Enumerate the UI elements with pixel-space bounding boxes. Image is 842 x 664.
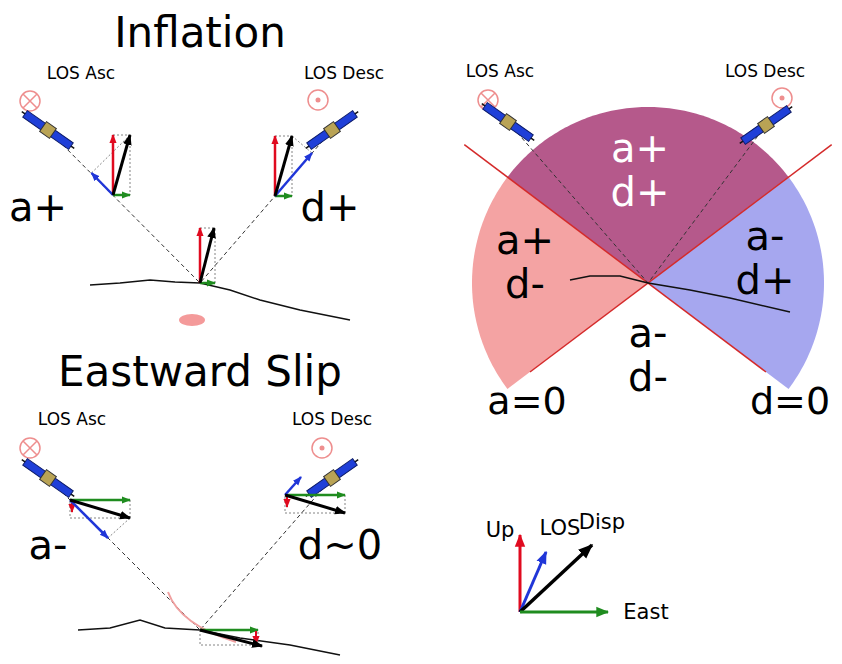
legend-arrow (520, 545, 592, 612)
sector-label: a+ d- (490, 218, 560, 306)
satellite-label: LOS Desc (725, 62, 805, 82)
los-line (48, 478, 332, 630)
legend-label: LOS (540, 516, 581, 540)
vector-set (285, 495, 345, 513)
satellite-symbol (736, 102, 795, 149)
vector-set (285, 477, 345, 513)
vector-set (70, 499, 130, 502)
satellite-label: LOS Asc (47, 64, 115, 84)
panel-title: Inflation (114, 9, 286, 57)
los-line (648, 125, 766, 283)
vector-set (200, 228, 214, 283)
vector-set (292, 136, 312, 153)
satellite-symbol (478, 99, 537, 146)
vector-set (113, 135, 130, 195)
flight-direction-symbol (312, 438, 332, 458)
satellite-label: LOS Desc (292, 410, 372, 430)
legend-arrow (519, 535, 522, 612)
sign-label: d+ (301, 184, 360, 230)
satellite-symbol (478, 99, 537, 146)
satellite-symbol (736, 102, 795, 149)
los-line (508, 122, 766, 283)
sign-label: a- d- (613, 311, 683, 399)
zero-line (530, 145, 832, 372)
flight-direction-symbol (478, 90, 498, 110)
magma-source (179, 314, 205, 326)
vector-set (274, 136, 277, 196)
vector-set (200, 630, 262, 646)
ground-line (78, 620, 340, 655)
legend-arrow (520, 535, 608, 612)
los-line (48, 130, 332, 283)
satellite-label: LOS Desc (304, 64, 384, 84)
vector-set (200, 630, 262, 646)
vector-set (70, 500, 130, 538)
flight-direction-symbol (20, 438, 40, 458)
satellite-symbol (18, 455, 77, 502)
vector-set (92, 135, 131, 195)
sector-label: a+ d+ (605, 126, 675, 214)
vector-set (275, 195, 292, 198)
ground-line (90, 280, 350, 320)
flight-direction-symbol (772, 88, 792, 108)
satellite-symbol (18, 107, 77, 154)
vector-set (108, 518, 130, 538)
vector-set (275, 136, 292, 196)
sign-label: d~0 (298, 522, 382, 568)
legend-label: East (623, 600, 668, 624)
satellite-label: LOS Asc (466, 62, 534, 82)
satellite-label: LOS Asc (38, 410, 106, 430)
vector-set (113, 135, 130, 195)
vector-set (285, 477, 301, 495)
sign-label: a+ (9, 184, 67, 230)
satellite-symbol (18, 455, 77, 502)
legend-label: Up (486, 518, 515, 542)
vector-set (285, 494, 345, 497)
legend-label: Disp (579, 510, 625, 534)
flight-direction-symbol (20, 91, 40, 111)
vector-set (92, 173, 114, 195)
vector-set (200, 228, 215, 283)
vector-set (113, 194, 130, 197)
panel-title: Eastward Slip (58, 348, 342, 396)
legend-arrow (520, 552, 546, 612)
sector-shape (472, 177, 648, 389)
vector-set (70, 500, 130, 518)
los-line (48, 130, 200, 283)
zero-line (464, 145, 766, 372)
vector-set (112, 135, 115, 195)
sector-region: a- d+ (648, 177, 824, 389)
vector-set (285, 495, 345, 513)
sector-shape (648, 177, 824, 389)
vector-set (255, 631, 257, 644)
zero-line-label: a=0 (487, 380, 566, 424)
satellite-symbol (302, 107, 361, 154)
vector-set (200, 282, 215, 285)
zero-line-label: d=0 (750, 380, 830, 424)
vector-set (200, 228, 215, 283)
flight-direction-symbol (308, 90, 328, 110)
sign-label: a- (29, 522, 68, 568)
ground-line (570, 276, 790, 312)
sector-label: a- d+ (730, 214, 800, 302)
legend-arrow (520, 611, 608, 614)
satellite-symbol (18, 107, 77, 154)
satellite-symbol (302, 107, 361, 154)
los-line (508, 122, 648, 283)
